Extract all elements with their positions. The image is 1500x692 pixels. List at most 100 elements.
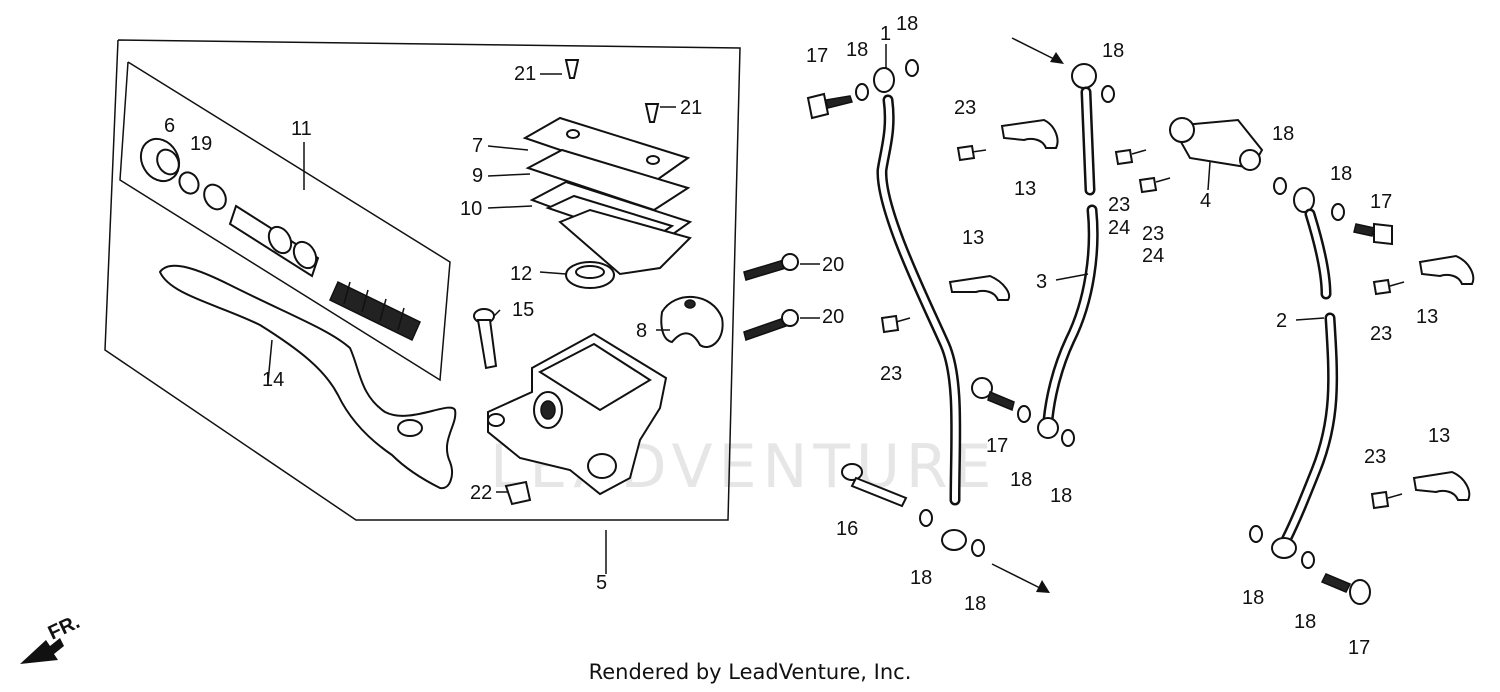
bolt-part-16[interactable]	[841, 463, 908, 508]
circlip-part-19[interactable]	[176, 169, 203, 197]
callout-10: 10	[460, 198, 482, 220]
brake-lever-part-14[interactable]	[158, 264, 457, 490]
bolt-part-15[interactable]	[473, 308, 498, 370]
joint-part-4[interactable]	[1169, 117, 1264, 171]
callout-23-e: 23	[1370, 323, 1392, 345]
callout-1: 1	[880, 23, 891, 45]
callout-labels: 1 2 3 4 5 6 7 8 9 10 11 12 13 13 13 13 1…	[164, 13, 1450, 659]
callout-11: 11	[291, 118, 312, 140]
callout-17-a: 17	[806, 45, 828, 67]
callout-18-f: 18	[1010, 469, 1032, 491]
clamp-part-13-b[interactable]	[948, 274, 1010, 301]
bolt-part-23-e[interactable]	[1372, 278, 1405, 296]
clamp-part-13-d[interactable]	[1412, 470, 1471, 501]
callout-21-b: 21	[680, 97, 702, 119]
brake-hose-part-2[interactable]	[1271, 187, 1339, 559]
callout-18-g: 18	[1050, 485, 1072, 507]
callout-23-a: 23	[954, 97, 976, 119]
callout-13-d: 13	[1428, 425, 1450, 447]
callout-23-b: 23	[880, 363, 902, 385]
callout-24-a: 24	[1108, 217, 1130, 239]
bolt-part-20-upper[interactable]	[743, 253, 799, 281]
bolt-part-23-f[interactable]	[1370, 490, 1403, 510]
callout-18-j: 18	[1242, 587, 1264, 609]
callout-20-b: 20	[822, 306, 844, 328]
callout-5: 5	[596, 572, 607, 594]
washer-seal-part[interactable]	[200, 181, 230, 214]
callout-18-e: 18	[1330, 163, 1352, 185]
brake-hose-part-1[interactable]	[873, 67, 967, 551]
callout-20-a: 20	[822, 254, 844, 276]
holder-part-8[interactable]	[660, 296, 724, 348]
callout-12: 12	[510, 263, 532, 285]
clamp-part-13-c[interactable]	[1418, 254, 1475, 285]
callout-13-c: 13	[1416, 306, 1438, 328]
piston-part[interactable]	[228, 204, 321, 278]
callout-23-d: 23	[1142, 223, 1164, 245]
callout-19: 19	[190, 133, 212, 155]
bolt-part-23-a[interactable]	[956, 144, 987, 162]
flow-arrow-top	[1011, 37, 1064, 64]
bolt-part-17-left[interactable]	[806, 92, 853, 120]
clamp-part-13-a[interactable]	[1000, 118, 1059, 149]
bolt-part-23-d[interactable]	[1138, 176, 1171, 194]
washer-part-18-i[interactable]	[1331, 203, 1345, 221]
washer-part-18-f[interactable]	[1017, 405, 1031, 423]
callout-17-d: 17	[1348, 637, 1370, 659]
callout-23-c: 23	[1108, 194, 1130, 216]
callout-22: 22	[470, 482, 492, 504]
callout-18-c: 18	[1102, 40, 1124, 62]
callout-23-f: 23	[1364, 446, 1386, 468]
washer-part-18-k[interactable]	[1301, 551, 1315, 569]
callout-7: 7	[472, 135, 483, 157]
assembly-frame-5	[104, 39, 741, 521]
bolt-part-17-bottom[interactable]	[1320, 573, 1371, 605]
callout-17-c: 17	[1370, 191, 1392, 213]
washer-part-18-g[interactable]	[1061, 429, 1075, 447]
callout-14: 14	[262, 369, 284, 391]
footer-credit: Rendered by LeadVenture, Inc.	[588, 660, 912, 684]
callout-18-h: 18	[910, 567, 932, 589]
subassembly-frame-11	[119, 61, 451, 382]
piston-boot-part-6[interactable]	[133, 132, 186, 188]
washer-part-18-j[interactable]	[1249, 525, 1263, 543]
bolt-part-20-lower[interactable]	[743, 309, 799, 341]
master-cylinder-body[interactable]	[487, 332, 668, 496]
callout-13-b: 13	[962, 227, 984, 249]
callout-4: 4	[1200, 190, 1211, 212]
bolt-part-17-mid[interactable]	[971, 377, 1015, 412]
bolt-part-23-b[interactable]	[880, 314, 911, 334]
screw-part-21-top[interactable]	[564, 59, 580, 79]
bolt-part-23-c[interactable]	[1114, 148, 1147, 166]
leader-lines	[267, 44, 1325, 574]
spring-part[interactable]	[329, 280, 421, 342]
callout-2: 2	[1276, 310, 1287, 332]
callout-16: 16	[836, 518, 858, 540]
bolt-part-17-right[interactable]	[1353, 222, 1393, 246]
cap-part-22[interactable]	[504, 480, 532, 506]
callout-8: 8	[636, 320, 647, 342]
callout-24-b: 24	[1142, 245, 1164, 267]
float-seal-part-12[interactable]	[565, 261, 615, 289]
callout-15: 15	[512, 299, 534, 321]
callout-9: 9	[472, 165, 483, 187]
washer-part-18-b[interactable]	[905, 59, 919, 77]
brake-hose-part-3[interactable]	[1037, 63, 1099, 439]
callout-3: 3	[1036, 271, 1047, 293]
washer-part-18-a[interactable]	[855, 83, 869, 101]
screw-part-21-right[interactable]	[644, 103, 660, 123]
washer-part-18-h[interactable]	[1273, 177, 1287, 195]
callout-18-i: 18	[964, 593, 986, 615]
flow-arrow-bottom	[991, 563, 1050, 593]
washer-part-18-c[interactable]	[919, 509, 933, 527]
callout-6: 6	[164, 115, 175, 137]
front-direction-arrow-icon: FR.	[20, 611, 83, 664]
washer-part-18-e[interactable]	[1101, 85, 1115, 103]
callout-17-b: 17	[986, 435, 1008, 457]
diaphragm-part-10[interactable]	[529, 180, 693, 276]
callout-18-b: 18	[896, 13, 918, 35]
callout-18-k: 18	[1294, 611, 1316, 633]
washer-part-18-d[interactable]	[971, 539, 985, 557]
callout-21-a: 21	[514, 63, 536, 85]
